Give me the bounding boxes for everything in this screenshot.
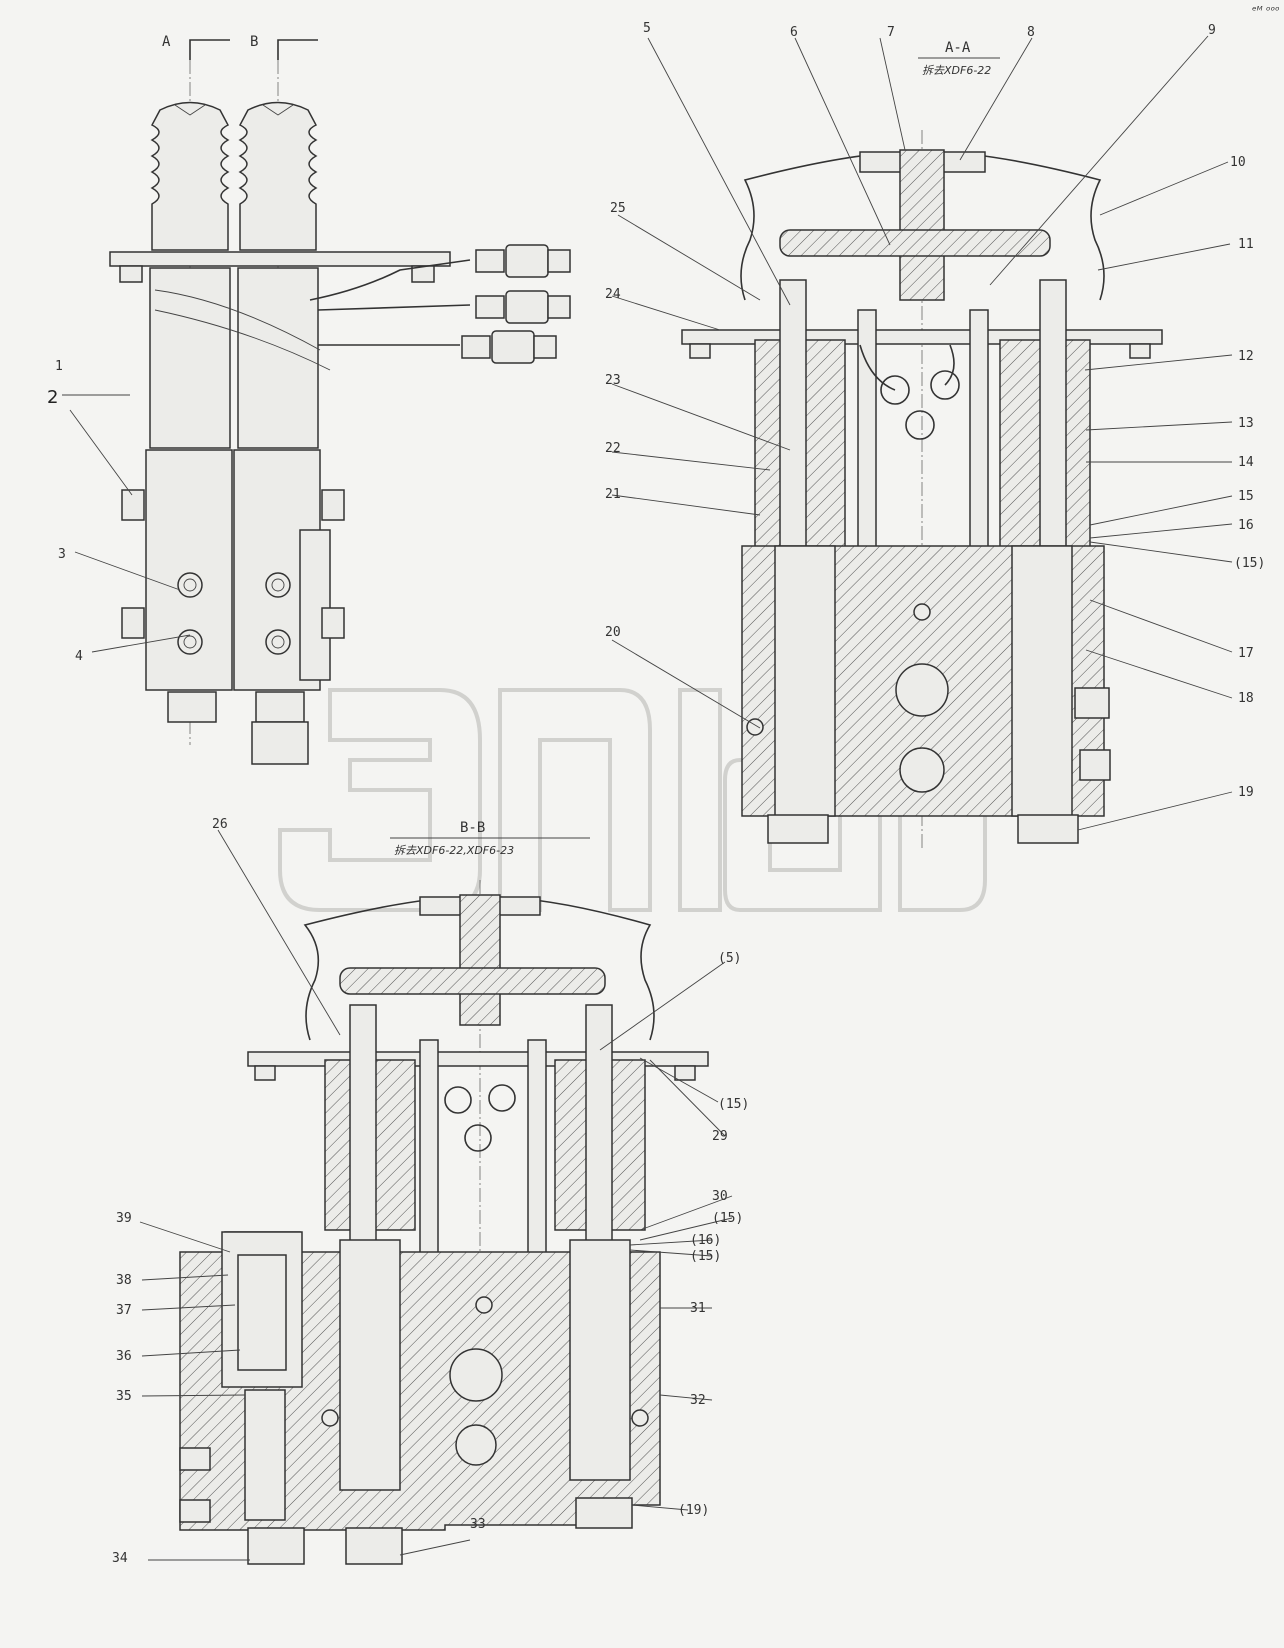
label-5-ref: (5) xyxy=(718,951,741,966)
bellows-right xyxy=(238,101,318,251)
connector-2 xyxy=(475,290,571,324)
label-6: 6 xyxy=(790,25,798,40)
label-13: 13 xyxy=(1238,416,1254,431)
corner-mark: ᵉᴹ ᵒᵒᵒ xyxy=(1252,4,1280,17)
label-22: 22 xyxy=(605,441,621,456)
solenoid-right xyxy=(237,267,319,449)
label-18: 18 xyxy=(1238,691,1254,706)
label-24: 24 xyxy=(605,287,621,302)
section-a-marker: A xyxy=(162,34,171,50)
section-b-marker: B xyxy=(250,34,258,50)
section-bb-subtitle: 拆去XDF6-22,XDF6-23 xyxy=(394,844,514,857)
label-3: 3 xyxy=(58,547,66,562)
section-aa-subtitle: 拆去XDF6-22 xyxy=(922,64,991,77)
label-17: 17 xyxy=(1238,646,1254,661)
label-15-ref: (15) xyxy=(1234,556,1265,571)
label-15: 15 xyxy=(1238,489,1254,504)
label-38: 38 xyxy=(116,1273,132,1288)
actuator-bar-aa xyxy=(779,229,1051,257)
label-25: 25 xyxy=(610,201,626,216)
label-7: 7 xyxy=(887,25,895,40)
label-31: 31 xyxy=(690,1301,706,1316)
label-34: 34 xyxy=(112,1551,128,1566)
section-aa-title: A-A xyxy=(945,40,971,56)
label-12: 12 xyxy=(1238,349,1254,364)
section-aa-view: A-A 拆去XDF6-22 xyxy=(681,40,1163,850)
label-16-ref: (16) xyxy=(690,1233,721,1248)
label-37: 37 xyxy=(116,1303,132,1318)
leader-lines xyxy=(62,35,1233,1561)
label-33: 33 xyxy=(470,1517,486,1532)
connector-3 xyxy=(461,330,557,364)
label-23: 23 xyxy=(605,373,621,388)
solenoid-left xyxy=(149,267,231,449)
label-15-ref-c: (15) xyxy=(712,1211,743,1226)
label-8: 8 xyxy=(1027,25,1035,40)
label-19-ref: (19) xyxy=(678,1503,709,1518)
label-5: 5 xyxy=(643,21,651,36)
label-2: 2 xyxy=(47,387,58,408)
label-1: 1 xyxy=(55,359,63,374)
mounting-plate xyxy=(109,251,451,267)
exterior-view: A B xyxy=(109,34,571,765)
label-14: 14 xyxy=(1238,455,1254,470)
label-29: 29 xyxy=(712,1129,728,1144)
label-15-ref-d: (15) xyxy=(690,1249,721,1264)
connector-1 xyxy=(475,244,571,278)
section-bb-view: B-B 拆去XDF6-22,XDF6-23 xyxy=(179,820,709,1565)
label-11: 11 xyxy=(1238,237,1254,252)
label-15-ref-b: (15) xyxy=(718,1097,749,1112)
bellows-left xyxy=(150,101,230,251)
actuator-bar-bb xyxy=(339,967,606,995)
label-35: 35 xyxy=(116,1389,132,1404)
plunger-bb xyxy=(459,894,501,1026)
label-4: 4 xyxy=(75,649,83,664)
label-10: 10 xyxy=(1230,155,1246,170)
label-30: 30 xyxy=(712,1189,728,1204)
part-labels: 1 2 3 4 5 6 7 8 9 10 11 12 13 14 15 16 (… xyxy=(47,21,1265,1566)
label-16: 16 xyxy=(1238,518,1254,533)
label-20: 20 xyxy=(605,625,621,640)
section-bb-title: B-B xyxy=(460,820,485,836)
plunger-aa xyxy=(899,149,945,301)
label-9: 9 xyxy=(1208,23,1216,38)
label-19: 19 xyxy=(1238,785,1254,800)
label-32: 32 xyxy=(690,1393,706,1408)
label-26: 26 xyxy=(212,817,228,832)
label-21: 21 xyxy=(605,487,621,502)
label-36: 36 xyxy=(116,1349,132,1364)
label-39: 39 xyxy=(116,1211,132,1226)
